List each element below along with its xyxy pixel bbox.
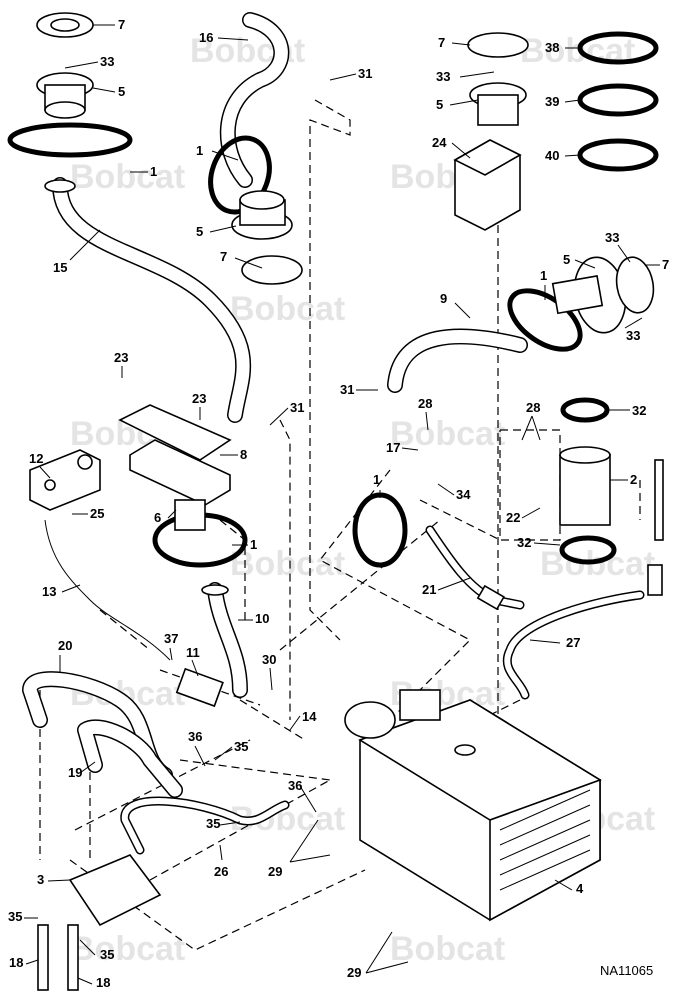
callout-1: 1 xyxy=(196,143,203,158)
callout-8: 8 xyxy=(240,447,247,462)
callout-32: 32 xyxy=(632,403,646,418)
watermark: Bobcat xyxy=(540,545,655,583)
callout-14: 14 xyxy=(302,709,317,724)
callout-34: 34 xyxy=(456,487,471,502)
callout-5: 5 xyxy=(563,252,570,267)
duct-hose-15 xyxy=(44,177,252,423)
callout-35: 35 xyxy=(206,816,220,831)
callout-5: 5 xyxy=(118,84,125,99)
callout-12: 12 xyxy=(29,451,43,466)
callout-35: 35 xyxy=(234,739,248,754)
callout-28: 28 xyxy=(526,400,540,415)
callout-7: 7 xyxy=(438,35,445,50)
callout-18: 18 xyxy=(96,975,110,990)
callout-5: 5 xyxy=(436,97,443,112)
callout-33: 33 xyxy=(100,54,114,69)
callout-13: 13 xyxy=(42,584,56,599)
callout-4: 4 xyxy=(576,881,584,896)
callout-36: 36 xyxy=(288,778,302,793)
bracket-3 xyxy=(37,854,162,991)
callout-32: 32 xyxy=(517,535,531,550)
callout-11: 11 xyxy=(186,645,200,660)
duct-hose-16 xyxy=(219,12,290,188)
callout-26: 26 xyxy=(214,864,228,879)
receiver-drier-2 xyxy=(559,397,617,565)
control-cable-13 xyxy=(44,519,171,661)
callout-23: 23 xyxy=(114,350,128,365)
callout-1: 1 xyxy=(373,472,380,487)
main-unit-4 xyxy=(344,689,602,922)
callout-24: 24 xyxy=(432,135,447,150)
hose-21 xyxy=(425,525,525,611)
leader-lines xyxy=(24,24,660,985)
callout-31: 31 xyxy=(340,382,354,397)
callout-21: 21 xyxy=(422,582,436,597)
callout-29: 29 xyxy=(347,965,361,980)
callout-labels: 7 33 5 1 15 16 31 1 5 7 7 33 5 24 38 39 … xyxy=(8,17,669,990)
callout-20: 20 xyxy=(58,638,72,653)
callout-30: 30 xyxy=(262,652,276,667)
duct-hose-10 xyxy=(201,582,248,698)
callout-7: 7 xyxy=(118,17,125,32)
callout-23: 23 xyxy=(192,391,206,406)
duct-hose-9 xyxy=(387,328,528,393)
callout-2: 2 xyxy=(630,472,637,487)
callout-36: 36 xyxy=(188,729,202,744)
callout-33: 33 xyxy=(626,328,640,343)
heater-hoses-19-20 xyxy=(22,671,183,798)
callout-35: 35 xyxy=(100,947,114,962)
callout-22: 22 xyxy=(506,510,520,525)
callout-1: 1 xyxy=(150,164,157,179)
hose-27 xyxy=(502,459,664,700)
watermark: Bobcat xyxy=(390,930,505,968)
callout-35: 35 xyxy=(8,909,22,924)
callout-18: 18 xyxy=(9,955,23,970)
figure-code: NA11065 xyxy=(600,963,653,978)
callout-1: 1 xyxy=(250,537,257,552)
callout-39: 39 xyxy=(545,94,559,109)
callout-28: 28 xyxy=(418,396,432,411)
callout-29: 29 xyxy=(268,864,282,879)
valve-11 xyxy=(175,667,224,708)
callout-33: 33 xyxy=(436,69,450,84)
vents-and-covers xyxy=(36,12,655,334)
callout-37: 37 xyxy=(164,631,178,646)
callout-16: 16 xyxy=(199,30,213,45)
callout-7: 7 xyxy=(220,249,227,264)
callout-3: 3 xyxy=(37,872,44,887)
callout-33: 33 xyxy=(605,230,619,245)
callout-31: 31 xyxy=(358,66,372,81)
callout-27: 27 xyxy=(566,635,580,650)
callout-40: 40 xyxy=(545,148,559,163)
callout-6: 6 xyxy=(154,510,161,525)
watermark: Bobcat xyxy=(230,290,345,328)
hose-26 xyxy=(120,796,290,855)
callout-7: 7 xyxy=(662,257,669,272)
watermark: Bobcat xyxy=(390,415,505,453)
control-panel-12 xyxy=(29,449,101,511)
callout-31: 31 xyxy=(290,400,304,415)
callout-17: 17 xyxy=(386,440,400,455)
callout-15: 15 xyxy=(53,260,67,275)
watermark: Bobcat xyxy=(230,545,345,583)
callout-5: 5 xyxy=(196,224,203,239)
callout-9: 9 xyxy=(440,291,447,306)
filter-housing xyxy=(118,404,232,531)
callout-1: 1 xyxy=(540,268,547,283)
callout-25: 25 xyxy=(90,506,104,521)
watermark: Bobcat xyxy=(70,930,185,968)
callout-19: 19 xyxy=(68,765,82,780)
callout-38: 38 xyxy=(545,40,559,55)
callout-10: 10 xyxy=(255,611,269,626)
box-24 xyxy=(453,139,522,231)
watermark: Bobcat xyxy=(70,158,185,196)
